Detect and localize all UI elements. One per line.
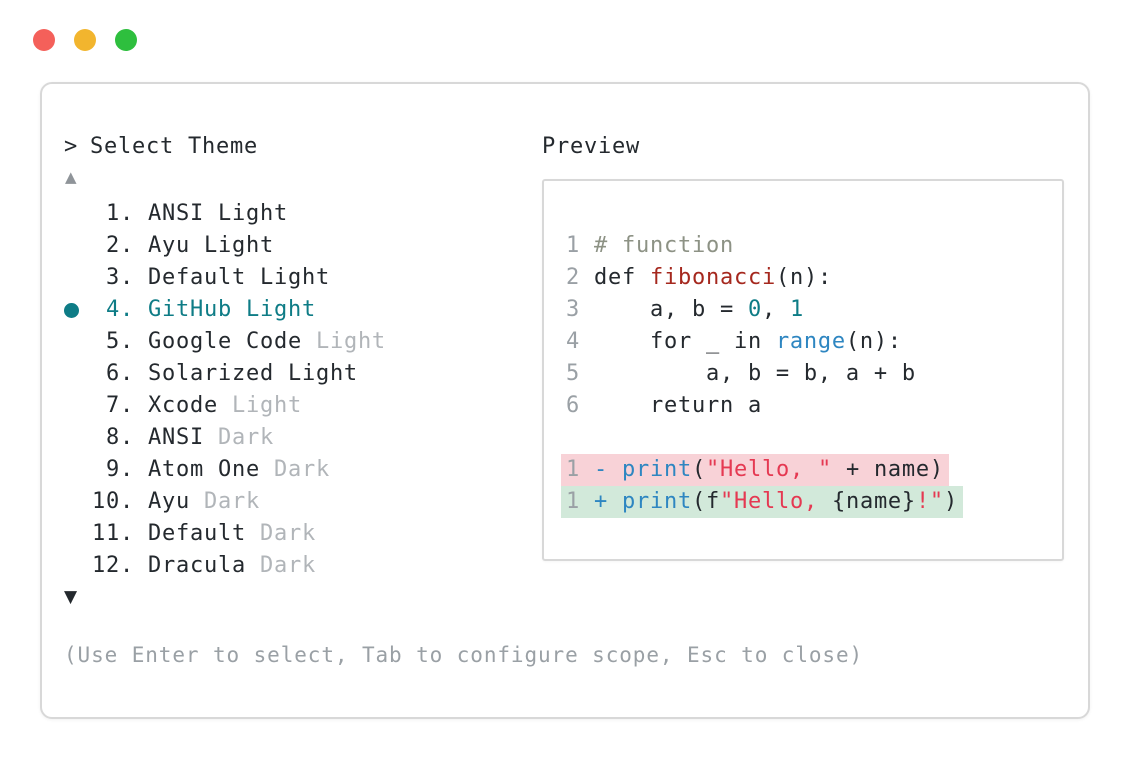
theme-picker-panel: > Select Theme ▲ 1. ANSI Light 2. Ayu Light 3… [40,82,1090,719]
marker-spacer [64,198,92,230]
theme-item-label: Solarized Light [148,361,358,386]
line-number: 2 [566,265,594,290]
theme-item-number: 7. [106,393,134,418]
line-number: 4 [566,329,594,354]
line-number: 1 [566,457,594,482]
theme-item-number: 6. [106,361,134,386]
close-button[interactable] [33,29,55,51]
line-number: 6 [566,393,594,418]
theme-item-label: ANSI Dark [148,425,274,450]
preview-box: 1 # function 2 def fibonacci(n): 3 a, b = … [542,179,1064,561]
marker-spacer [64,390,92,422]
theme-item-number: 3. [106,265,134,290]
theme-item-ansi-dark[interactable]: 8. ANSI Dark [64,422,386,454]
code-line: 4 for _ in range(n): [566,329,902,354]
marker-spacer [64,326,92,358]
code-line: 6 return a [566,393,762,418]
theme-item-number: 2. [106,233,134,258]
theme-item-label: Xcode Light [148,393,302,418]
theme-item-label: GitHub Light [148,297,316,322]
theme-item-number: 5. [106,329,134,354]
diff-line-added: 1 + print(f"Hello, {name}!") [561,486,963,518]
line-number: 3 [566,297,594,322]
theme-item-solarized-light[interactable]: 6. Solarized Light [64,358,386,390]
theme-list: 1. ANSI Light 2. Ayu Light 3. Default Light 4.… [64,198,386,582]
code-line: 5 a, b = b, a + b [566,361,916,386]
theme-item-number: 11. [92,521,134,546]
diff-line-removed: 1 - print("Hello, " + name) [561,454,949,486]
code-line: 3 a, b = 0, 1 [566,297,804,322]
help-text: (Use Enter to select, Tab to configure s… [64,643,864,667]
theme-item-label: Atom One Dark [148,457,330,482]
theme-item-ayu-light[interactable]: 2. Ayu Light [64,230,386,262]
theme-item-number: 12. [92,553,134,578]
theme-item-number: 10. [92,489,134,514]
zoom-button[interactable] [115,29,137,51]
prompt-row: > Select Theme [64,134,258,160]
theme-item-xcode-light[interactable]: 7. Xcode Light [64,390,386,422]
prompt-caret: > [64,134,78,159]
theme-item-default-dark[interactable]: 11. Default Dark [64,518,386,550]
theme-item-label: Default Light [148,265,330,290]
marker-spacer [64,358,92,390]
window-controls [33,29,137,51]
line-number: 5 [566,361,594,386]
blank-line [566,422,1062,454]
theme-item-google-code-light[interactable]: 5. Google Code Light [64,326,386,358]
theme-item-dracula-dark[interactable]: 12. Dracula Dark [64,550,386,582]
theme-item-label: Ayu Dark [148,489,260,514]
code-line: 1 # function [566,233,734,258]
marker-spacer [64,422,92,454]
theme-item-github-light[interactable]: 4. GitHub Light [64,294,386,326]
line-number: 1 [566,233,594,258]
theme-item-ayu-dark[interactable]: 10. Ayu Dark [64,486,386,518]
theme-item-label: Google Code Light [148,329,386,354]
theme-item-default-light[interactable]: 3. Default Light [64,262,386,294]
theme-item-number: 1. [106,201,134,226]
marker-spacer [64,518,92,550]
preview-code: 1 # function 2 def fibonacci(n): 3 a, b = … [544,181,1062,518]
marker-spacer [64,486,92,518]
page-title: Select Theme [90,134,258,159]
scroll-down-icon[interactable]: ▼ [64,587,78,607]
selected-dot-icon [64,294,92,326]
code-line: 2 def fibonacci(n): [566,265,832,290]
theme-item-label: Default Dark [148,521,316,546]
marker-spacer [64,550,92,582]
marker-spacer [64,454,92,486]
line-number: 1 [566,489,594,514]
theme-item-label: ANSI Light [148,201,288,226]
theme-item-label: Dracula Dark [148,553,316,578]
minimize-button[interactable] [74,29,96,51]
marker-spacer [64,262,92,294]
theme-item-number: 9. [106,457,134,482]
theme-item-label: Ayu Light [148,233,274,258]
theme-item-number: 4. [106,297,134,322]
theme-item-ansi-light[interactable]: 1. ANSI Light [64,198,386,230]
theme-item-atom-one-dark[interactable]: 9. Atom One Dark [64,454,386,486]
preview-title: Preview [542,134,640,159]
scroll-up-icon[interactable]: ▲ [65,168,77,186]
theme-item-number: 8. [106,425,134,450]
marker-spacer [64,230,92,262]
